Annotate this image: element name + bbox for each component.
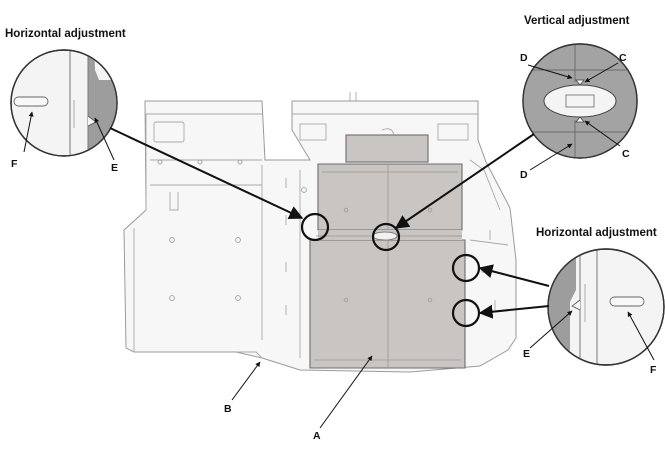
ring-horizontal-left: [300, 212, 330, 242]
title-vertical-adjustment: Vertical adjustment: [524, 15, 630, 27]
detail-horizontal-right: [547, 248, 665, 366]
callout-b: B: [224, 403, 232, 415]
detail-vertical: [522, 43, 638, 159]
callout-a: A: [313, 430, 321, 442]
callout-c-upper: C: [619, 52, 627, 64]
callout-e-left: E: [111, 162, 118, 174]
callout-f-left: F: [11, 158, 18, 170]
arrow-to-left-ring: [109, 127, 304, 219]
floor-carpet: [309, 128, 466, 369]
callout-d-upper: D: [520, 52, 528, 64]
arrow-to-vertical-ring: [394, 133, 535, 229]
title-horizontal-adjustment-left: Horizontal adjustment: [5, 28, 126, 40]
title-horizontal-adjustment-right: Horizontal adjustment: [536, 227, 657, 239]
arrow-to-right-lower-ring: [478, 304, 550, 319]
callout-c-lower: C: [622, 148, 630, 160]
detail-horizontal-left: [10, 49, 118, 157]
callout-d-lower: D: [520, 169, 528, 181]
ring-vertical: [371, 222, 401, 252]
leader-lines: [23, 62, 655, 429]
labels: Horizontal adjustment Vertical adjustmen…: [5, 15, 657, 442]
callout-f-right: F: [650, 364, 657, 376]
callout-e-right: E: [523, 348, 530, 360]
arrow-to-right-upper-ring: [478, 264, 550, 287]
connector-arrows: [109, 127, 550, 319]
